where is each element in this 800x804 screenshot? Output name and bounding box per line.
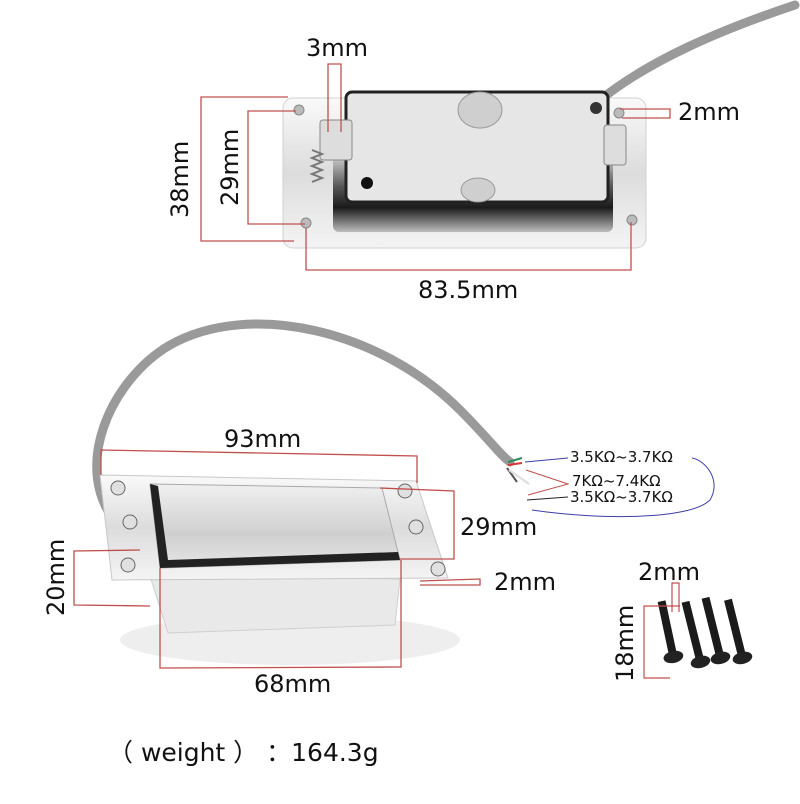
solder-blob <box>457 91 503 129</box>
top-pickup <box>282 0 800 249</box>
solder-blob <box>460 177 496 203</box>
dim-screw-length: 18mm <box>611 604 639 682</box>
dim-screw-diameter: 2mm <box>638 558 701 586</box>
mount-hole <box>293 104 305 116</box>
dim-plate-height: 38mm <box>166 140 194 218</box>
resistance-label-1: 3.5KΩ~3.7KΩ <box>570 448 673 466</box>
dim-hole-spacing-vertical: 29mm <box>216 128 244 206</box>
mount-hole <box>300 217 312 229</box>
bottom-dimension-lines <box>73 449 481 669</box>
resistance-label-2: 7KΩ~7.4KΩ <box>572 472 661 490</box>
dim-top-thickness: 2mm <box>678 98 741 126</box>
resistance-label-3: 3.5KΩ~3.7KΩ <box>570 488 673 506</box>
cable-bottom <box>92 319 515 530</box>
screw <box>681 600 711 669</box>
cable-top <box>595 0 800 105</box>
dim-height: 20mm <box>42 538 70 616</box>
mount-ear-left <box>319 119 353 161</box>
cover-hole <box>361 177 373 189</box>
plate-screw <box>408 519 424 535</box>
plate-screw <box>122 514 138 530</box>
dim-screw-width: 3mm <box>306 34 369 62</box>
spring <box>309 149 325 183</box>
plate-screw <box>120 557 136 573</box>
plate-screw <box>430 561 446 577</box>
screw <box>701 596 731 665</box>
screw <box>657 600 684 664</box>
screw-dimension-lines <box>643 582 680 679</box>
bottom-pickup <box>92 319 530 665</box>
mount-ear-right <box>603 124 627 166</box>
wire-pointers <box>524 457 715 518</box>
dim-plate-length: 93mm <box>224 425 302 453</box>
mount-hole <box>613 107 625 119</box>
dim-cover-length: 68mm <box>254 670 332 698</box>
cover-edge-reflection <box>150 484 400 568</box>
pickup-body <box>149 575 401 634</box>
top-dimension-lines <box>200 63 671 271</box>
weight-label: （ weight ） ：164.3g <box>108 738 379 767</box>
plate-screw <box>110 480 126 496</box>
dim-bottom-thickness: 2mm <box>494 568 557 596</box>
screw-set <box>657 596 753 669</box>
mount-hole <box>626 214 638 226</box>
screw <box>724 598 753 665</box>
cable-entry <box>590 102 602 114</box>
dim-cover-width: 29mm <box>460 513 538 541</box>
dim-hole-spacing-horizontal: 83.5mm <box>418 276 519 304</box>
plate-screw <box>397 483 413 499</box>
